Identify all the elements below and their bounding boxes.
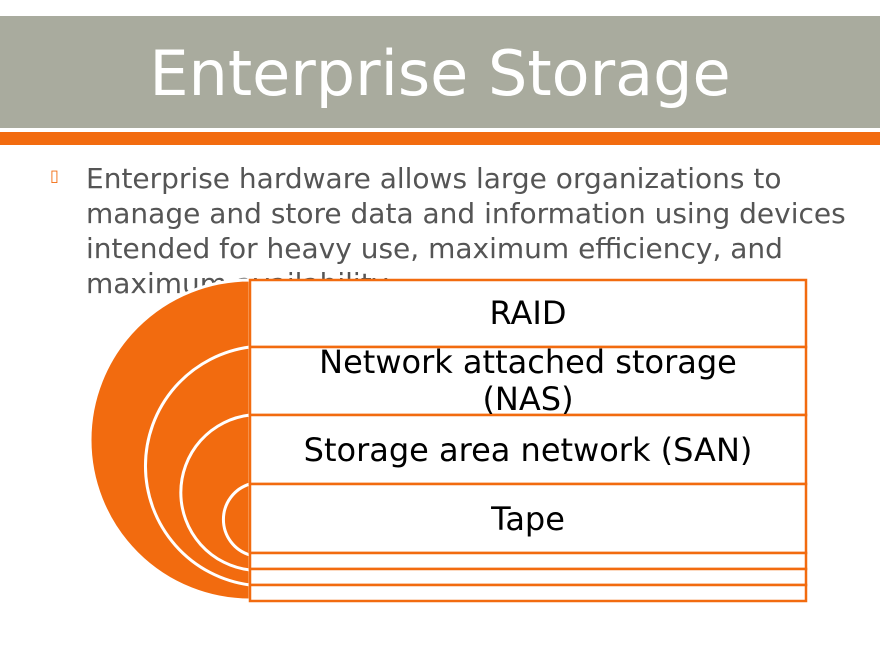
label-nas-line1: Network attached storage (319, 343, 737, 381)
title-divider (0, 132, 880, 145)
box-tape (248, 482, 808, 555)
label-raid: RAID (490, 294, 567, 332)
box-nas (248, 345, 808, 417)
box-raid (248, 278, 808, 349)
slide-title: Enterprise Storage (149, 37, 731, 110)
label-nas-line2: (NAS) (482, 380, 573, 418)
title-band (0, 16, 880, 128)
label-tape: Tape (490, 500, 565, 538)
bullet-icon: ▯ (50, 166, 59, 185)
box-spacer-3 (248, 583, 808, 603)
bullet-text: Enterprise hardware allows large organiz… (86, 162, 846, 300)
box-spacer-2 (248, 567, 808, 587)
box-spacer-1 (248, 551, 808, 571)
box-san (248, 413, 808, 486)
arc-level-4 (222, 481, 252, 558)
label-san: Storage area network (SAN) (304, 431, 753, 469)
